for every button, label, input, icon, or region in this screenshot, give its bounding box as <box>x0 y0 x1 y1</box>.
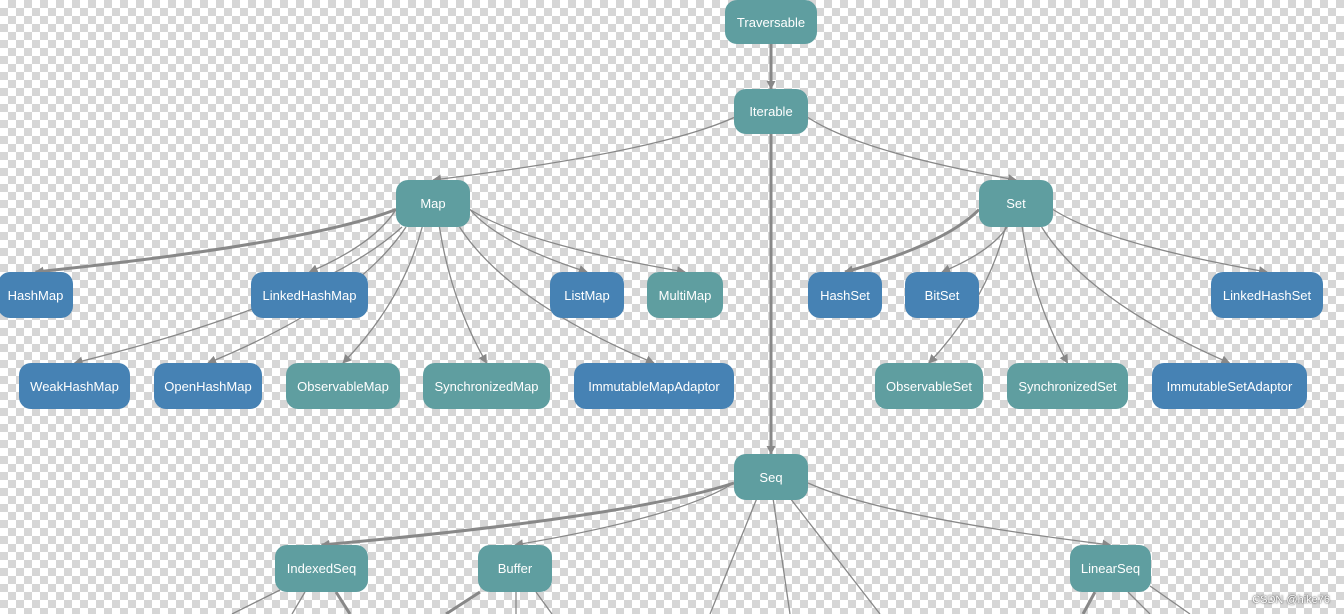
edge-iterable-to-map <box>432 116 735 184</box>
node-hashset[interactable]: HashSet <box>808 272 882 318</box>
edge-map-to-listmap <box>469 209 588 274</box>
node-immutablesetadaptor[interactable]: ImmutableSetAdaptor <box>1152 363 1307 409</box>
node-listmap[interactable]: ListMap <box>550 272 624 318</box>
node-iterable[interactable]: Iterable <box>734 89 808 134</box>
edge-set-to-synchronizedset <box>1021 226 1069 364</box>
edge-seq-to-indexedseq <box>320 481 735 549</box>
node-bitset[interactable]: BitSet <box>905 272 979 318</box>
edge-map-to-linkedhashmap <box>308 209 397 273</box>
edge-map-to-hashmap <box>34 208 397 276</box>
node-weakhashmap[interactable]: WeakHashMap <box>19 363 130 409</box>
edge-map-to-multimap <box>469 208 686 276</box>
edge-map-to-synchronizedmap <box>438 226 488 364</box>
node-buffer[interactable]: Buffer <box>478 545 552 592</box>
edge-set-to-hashset <box>844 208 981 275</box>
node-observablemap[interactable]: ObservableMap <box>286 363 400 409</box>
edge-iterable-to-set <box>807 116 1017 183</box>
edge-set-to-immutablesetadaptor <box>1041 226 1231 364</box>
node-openhashmap[interactable]: OpenHashMap <box>154 363 262 409</box>
edge-set-to-linkedhashset <box>1052 208 1268 276</box>
edge-set-to-bitset <box>941 226 1008 274</box>
node-seq[interactable]: Seq <box>734 454 808 500</box>
node-observableset[interactable]: ObservableSet <box>875 363 983 409</box>
node-traversable[interactable]: Traversable <box>725 0 817 44</box>
watermark: CSDN @hike76 <box>1252 594 1330 606</box>
node-map[interactable]: Map <box>396 180 470 227</box>
node-multimap[interactable]: MultiMap <box>647 272 723 318</box>
node-synchronizedmap[interactable]: SynchronizedMap <box>423 363 550 409</box>
edge-seq-to-buffer <box>514 482 735 549</box>
node-set[interactable]: Set <box>979 180 1053 227</box>
node-linearseq[interactable]: LinearSeq <box>1070 545 1151 592</box>
node-immutablemapadaptor[interactable]: ImmutableMapAdaptor <box>574 363 734 409</box>
node-indexedseq[interactable]: IndexedSeq <box>275 545 368 592</box>
edge-map-to-observablemap <box>342 226 423 364</box>
node-synchronizedset[interactable]: SynchronizedSet <box>1007 363 1128 409</box>
node-hashmap[interactable]: HashMap <box>0 272 73 318</box>
offscreen-edge-stubs <box>231 497 1191 614</box>
edge-seq-to-linearseq <box>807 482 1112 549</box>
edge-map-to-immutablemapadaptor <box>458 226 655 365</box>
node-linkedhashmap[interactable]: LinkedHashMap <box>251 272 368 318</box>
node-linkedhashset[interactable]: LinkedHashSet <box>1211 272 1323 318</box>
